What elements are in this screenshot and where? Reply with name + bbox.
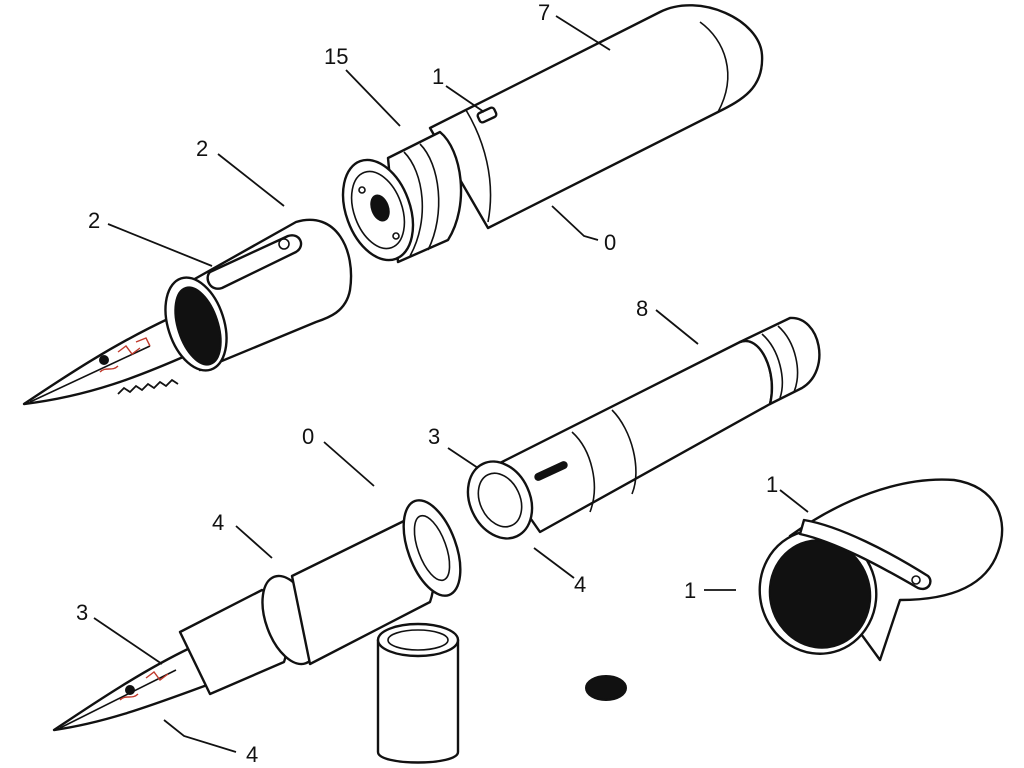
barrel-top-end-seam — [699, 21, 729, 113]
ink-dot — [585, 675, 627, 701]
leader-15 — [345, 69, 401, 127]
callout-7: 7 — [538, 0, 550, 25]
callout-0: 0 — [302, 424, 314, 449]
leader-0a — [551, 205, 599, 241]
upper-nib-breather-hole — [99, 355, 109, 365]
leader-lines — [93, 15, 809, 753]
callout-1: 1 — [766, 472, 778, 497]
upper-nib-feed-teeth — [117, 378, 179, 395]
barrel-top-face-rim — [350, 170, 406, 250]
callout-4: 4 — [246, 742, 258, 767]
cap-part — [758, 478, 1004, 662]
leader-4b — [533, 547, 575, 579]
callout-8: 8 — [636, 296, 648, 321]
upper-nib-assembly — [22, 218, 353, 406]
lower-nib-assembly — [52, 499, 462, 732]
leader-2a — [217, 153, 285, 207]
barrel-top-band-line — [465, 109, 492, 223]
callout-3: 3 — [428, 424, 440, 449]
lower-section-collar — [402, 499, 462, 597]
barrel-top-screw-2 — [392, 232, 400, 240]
grip-section-part — [466, 316, 821, 540]
callout-labels: 7 15 1 2 2 0 8 0 3 4 4 3 4 1 1 — [76, 0, 778, 767]
lower-nib-slit — [59, 669, 177, 729]
converter-sleeve-body — [376, 638, 460, 764]
upper-nib-engraving — [99, 337, 151, 373]
leader-8 — [655, 309, 699, 345]
barrel-top-body — [428, 4, 764, 230]
converter-sleeve-part — [376, 622, 460, 764]
leader-3b — [93, 617, 163, 665]
callout-2: 2 — [196, 136, 208, 161]
cap-clip-rivet — [911, 575, 921, 585]
barrel-top-screw-1 — [358, 186, 366, 194]
leader-2b — [107, 223, 213, 267]
barrel-top-thread-ring-1 — [403, 151, 424, 257]
grip-section-slot — [534, 461, 568, 481]
callout-0: 0 — [604, 230, 616, 255]
grip-section-band-1 — [571, 431, 596, 513]
upper-nib-slit — [29, 345, 151, 403]
grip-section-front-rim — [477, 472, 523, 528]
upper-sleeve-clip-rivet — [278, 238, 290, 250]
callout-3: 3 — [76, 600, 88, 625]
leader-0b — [323, 441, 375, 487]
grip-section-thread-2 — [777, 325, 799, 393]
leader-3a — [447, 447, 479, 469]
upper-sleeve-clip — [206, 234, 303, 290]
leader-4c — [163, 719, 237, 753]
leader-7 — [555, 15, 611, 51]
callout-15: 15 — [324, 44, 348, 69]
callout-2: 2 — [88, 208, 100, 233]
barrel-top-bore — [370, 194, 390, 222]
lower-section-collar-rim — [413, 514, 451, 582]
cap-clip — [798, 518, 932, 591]
leader-1a — [445, 85, 485, 113]
callout-1: 1 — [684, 578, 696, 603]
grip-section-thread-1 — [761, 333, 784, 399]
upper-sleeve-opening-dark — [174, 286, 222, 366]
lower-nib-engraving — [119, 671, 169, 701]
grip-section-front-face — [466, 460, 534, 540]
barrel-top-part — [341, 4, 764, 264]
grip-section-band-2 — [611, 409, 637, 495]
cap-opening-dark — [768, 539, 872, 649]
leader-1b — [779, 489, 809, 513]
callout-4: 4 — [574, 572, 586, 597]
converter-sleeve-top — [376, 622, 460, 658]
callout-1: 1 — [432, 64, 444, 89]
barrel-top-window — [476, 106, 498, 124]
callout-4: 4 — [212, 510, 224, 535]
barrel-top-thread-ring-2 — [419, 143, 440, 251]
grip-section-body — [492, 339, 774, 534]
converter-sleeve-top-inner — [387, 629, 449, 651]
lower-nib-breather-hole — [125, 685, 135, 695]
leader-4a — [235, 525, 273, 559]
